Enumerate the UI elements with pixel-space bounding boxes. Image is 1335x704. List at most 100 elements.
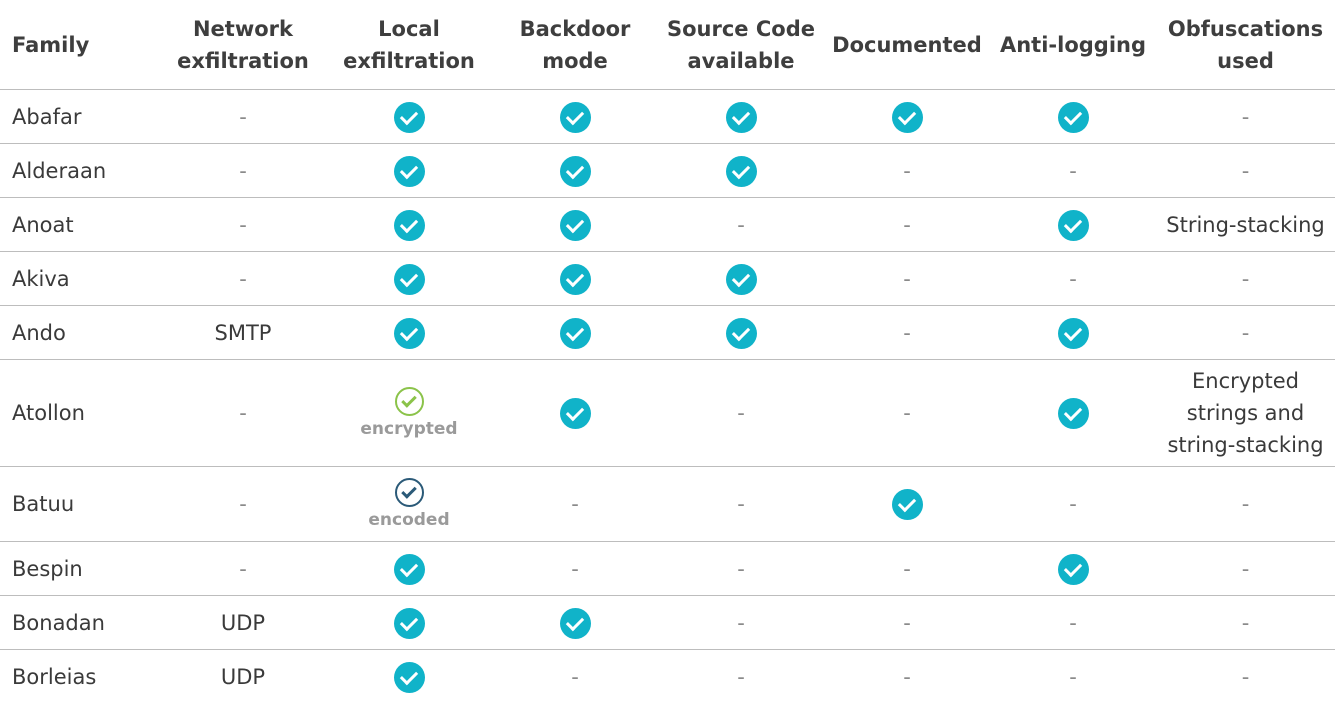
network-cell: - — [160, 541, 326, 596]
documented-cell: - — [903, 664, 911, 689]
check-icon — [725, 101, 757, 133]
check-icon — [1057, 317, 1089, 349]
obfuscation-cell: Encrypted strings and string-stacking — [1156, 359, 1335, 467]
source-cell: - — [658, 466, 824, 542]
source-cell: - — [658, 541, 824, 596]
local-cell — [326, 197, 492, 252]
antilog-cell — [990, 359, 1156, 467]
source-cell — [658, 89, 824, 144]
backdoor-cell — [492, 251, 658, 306]
header-label-line: Documented — [832, 32, 982, 57]
obfuscation-cell: - — [1156, 143, 1335, 198]
documented-cell: - — [824, 595, 990, 650]
check-icon — [1057, 553, 1089, 585]
check-icon — [725, 263, 757, 295]
antilog-cell: - — [990, 595, 1156, 650]
check-icon — [1057, 209, 1089, 241]
documented-cell — [824, 466, 990, 542]
backdoor-cell: - — [571, 664, 579, 689]
network-cell: - — [160, 143, 326, 198]
check-icon — [1057, 101, 1089, 133]
check-icon — [559, 317, 591, 349]
family-name-cell: Abafar — [0, 89, 160, 144]
table-row: Akiva---- — [0, 251, 1335, 306]
header-label-line: available — [687, 48, 795, 73]
backdoor-cell: - — [492, 541, 658, 596]
network-cell: - — [160, 251, 326, 306]
network-cell: - — [160, 197, 326, 252]
family-name-cell: Atollon — [0, 359, 160, 467]
backdoor-cell — [492, 359, 658, 467]
obfuscation-cell: - — [1156, 305, 1335, 360]
table-row: Bespin----- — [0, 541, 1335, 596]
check-icon — [725, 155, 757, 187]
backdoor-cell — [492, 595, 658, 650]
network-cell: SMTP — [160, 305, 326, 360]
documented-cell: - — [824, 143, 990, 198]
check-icon — [393, 607, 425, 639]
table-row: Alderaan---- — [0, 143, 1335, 198]
check-icon — [393, 553, 425, 585]
check-icon — [559, 398, 591, 430]
source-cell — [658, 305, 824, 360]
obfuscation-cell: - — [1156, 466, 1335, 542]
network-cell: - — [160, 89, 326, 144]
outline-check-icon — [394, 477, 424, 507]
check-icon — [393, 263, 425, 295]
antilog-cell — [990, 197, 1156, 252]
local-cell — [326, 251, 492, 306]
family-name-cell: Anoat — [0, 197, 160, 252]
antilog-cell: - — [990, 143, 1156, 198]
col-header-family: Family — [0, 0, 160, 90]
local-cell — [326, 89, 492, 144]
header-label-line: Backdoor — [519, 16, 631, 41]
header-label-line: mode — [542, 48, 608, 73]
source-cell: - — [658, 359, 824, 467]
backdoor-cell — [492, 143, 658, 198]
antilog-cell — [990, 305, 1156, 360]
check-icon — [559, 607, 591, 639]
antilog-cell: - — [1069, 664, 1077, 689]
network-cell: - — [160, 466, 326, 542]
obfuscation-cell: - — [1156, 541, 1335, 596]
check-icon — [559, 155, 591, 187]
table-row: Anoat---String-stacking — [0, 197, 1335, 252]
documented-cell — [824, 89, 990, 144]
header-label-line: exfiltration — [343, 48, 475, 73]
documented-cell: - — [824, 251, 990, 306]
obfuscation-cell: - — [1156, 89, 1335, 144]
local-cell — [326, 541, 492, 596]
obfuscation-line: strings and — [1186, 401, 1305, 425]
source-cell — [658, 143, 824, 198]
antilog-cell — [990, 89, 1156, 144]
check-icon — [393, 209, 425, 241]
check-icon — [1057, 398, 1089, 430]
family-name-cell: Batuu — [0, 466, 160, 542]
antilog-cell: - — [990, 466, 1156, 542]
antilog-cell: - — [990, 251, 1156, 306]
header-label-line: Network — [192, 16, 293, 41]
local-cell — [326, 143, 492, 198]
check-icon — [393, 662, 425, 693]
table-row: Batuu-encoded---- — [0, 466, 1335, 542]
source-cell: - — [658, 197, 824, 252]
check-note: encrypted — [360, 418, 458, 439]
check-icon — [725, 317, 757, 349]
header-label-line: Obfuscations — [1167, 16, 1324, 41]
obfuscation-line: string-stacking — [1167, 433, 1324, 457]
documented-cell: - — [824, 305, 990, 360]
col-header-anti-logging: Anti-logging — [990, 0, 1156, 90]
outline-check-icon — [394, 386, 424, 416]
col-header-backdoor-mode: Backdoor mode — [492, 0, 658, 90]
check-icon — [891, 489, 923, 521]
obfuscation-line: Encrypted — [1192, 369, 1299, 393]
documented-cell: - — [824, 359, 990, 467]
documented-cell: - — [824, 197, 990, 252]
